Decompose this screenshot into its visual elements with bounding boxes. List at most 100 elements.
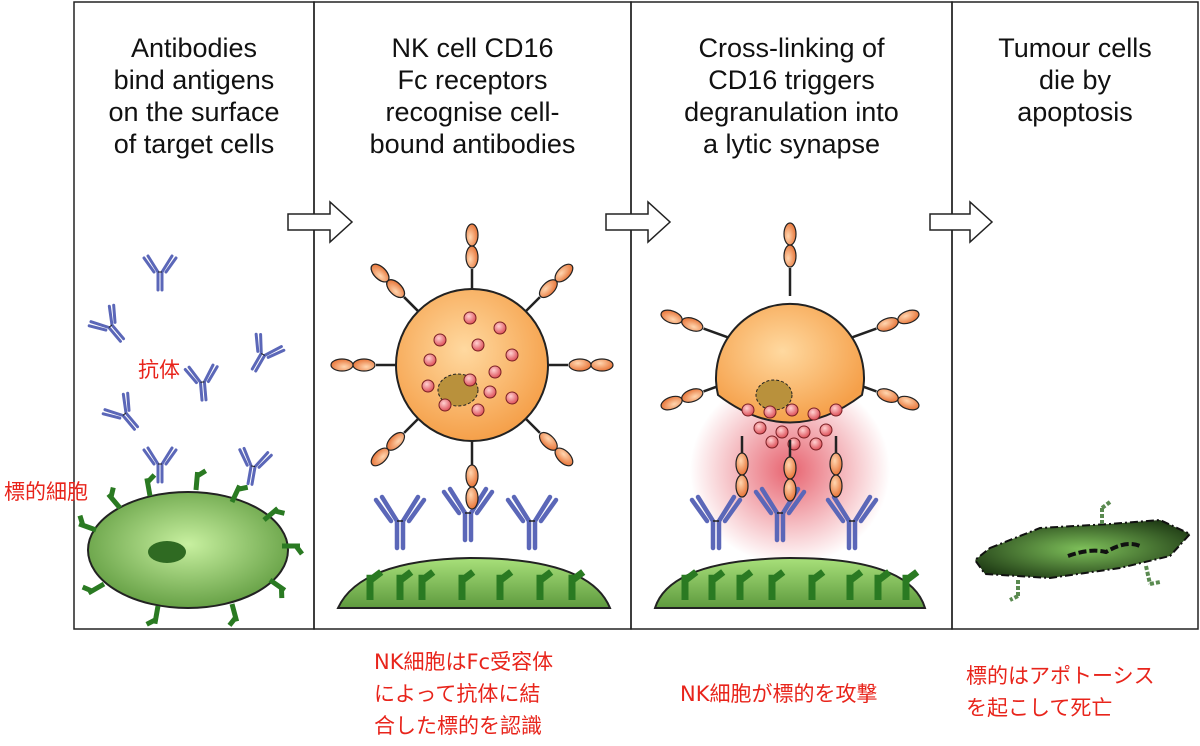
antigen-icon xyxy=(145,605,161,627)
caption-line: によって抗体に結 xyxy=(374,682,541,706)
title-line: of target cells xyxy=(113,129,275,159)
antigen-icon xyxy=(874,569,892,600)
antigen-icon xyxy=(768,569,786,600)
bound-antibody-group xyxy=(681,436,920,600)
step-arrows xyxy=(287,200,994,244)
fc-receptor xyxy=(517,263,574,320)
title-line: Cross-linking of xyxy=(698,33,885,63)
fc-receptor-group xyxy=(660,222,920,411)
granule-icon xyxy=(433,333,447,347)
fc-receptor xyxy=(660,309,731,340)
granule-icon xyxy=(421,379,435,393)
antigen-icon xyxy=(536,569,554,600)
granule-icon xyxy=(829,403,843,417)
nk-nucleus xyxy=(755,379,793,411)
antigen-icon xyxy=(708,569,726,600)
nk-cell xyxy=(395,288,549,442)
antigen-icon xyxy=(193,468,208,491)
caption-line: 標的はアポトーシス xyxy=(966,664,1155,688)
granule-icon xyxy=(809,437,823,451)
panel-2-title: NK cell CD16 Fc receptors recognise cell… xyxy=(318,32,627,160)
antibody-icon xyxy=(505,494,559,551)
antibody-icon xyxy=(87,303,126,343)
arrow-icon xyxy=(287,200,354,244)
fc-receptor xyxy=(465,223,479,299)
granule-icon xyxy=(483,385,497,399)
fc-receptor xyxy=(370,410,427,467)
bound-antibody-group xyxy=(366,441,586,600)
panel-frames xyxy=(73,1,1199,630)
granule-icon xyxy=(471,403,485,417)
antibody-group xyxy=(87,254,286,486)
granule-icon xyxy=(505,391,519,405)
granule-icon xyxy=(423,353,437,367)
caption-line: 合した標的を認識 xyxy=(374,714,542,738)
granule-icon xyxy=(819,423,833,437)
granule-icon xyxy=(741,403,755,417)
arrow-icon xyxy=(929,200,994,244)
antigen-icon xyxy=(366,569,384,600)
fc-receptor xyxy=(517,410,574,467)
title-line: on the surface xyxy=(108,97,280,127)
title-line: CD16 triggers xyxy=(708,65,875,95)
panel-2-illustration xyxy=(330,223,614,609)
antigen-icon xyxy=(808,569,826,600)
title-line: bind antigens xyxy=(113,65,275,95)
antibody-icon xyxy=(689,494,743,551)
fc-receptor xyxy=(370,263,427,320)
antibody-icon xyxy=(142,446,178,484)
title-line: NK cell CD16 xyxy=(391,33,554,63)
antigen-icon xyxy=(846,569,864,600)
antigen-icon xyxy=(396,569,414,600)
antigen-icon xyxy=(227,603,240,627)
fc-receptor xyxy=(538,358,614,372)
fragmented-antigens xyxy=(1009,500,1161,602)
title-line: Antibodies xyxy=(130,33,258,63)
antigen-icon xyxy=(106,486,122,510)
granule-icon xyxy=(505,348,519,362)
panel-4-frame xyxy=(951,1,1199,630)
antibody-icon xyxy=(142,254,178,292)
antigen-icon xyxy=(268,577,287,599)
antigen-icon xyxy=(229,484,249,504)
target-cell-surface xyxy=(653,556,927,609)
caption-line: NK細胞が標的を攻撃 xyxy=(680,682,878,706)
title-line: die by xyxy=(1038,65,1112,95)
panel-4-title: Tumour cells die by apoptosis xyxy=(956,32,1194,128)
panel-3-illustration xyxy=(653,222,927,609)
antigen-icon xyxy=(496,569,514,600)
granule-icon xyxy=(765,435,779,449)
title-line: apoptosis xyxy=(1017,97,1133,127)
caption-line: NK細胞はFc受容体 xyxy=(374,650,554,674)
antigen-icon xyxy=(902,569,920,600)
antibody-icon xyxy=(101,391,140,431)
target-cell-label: 標的細胞 xyxy=(4,480,88,504)
antibody-icon xyxy=(373,494,427,551)
antibody-icon xyxy=(183,363,219,402)
fragmented-nucleus xyxy=(1067,542,1141,558)
granule-icon xyxy=(463,373,477,387)
antigen-icon xyxy=(262,506,286,522)
nk-cell xyxy=(715,302,865,424)
panel-2-caption: NK細胞はFc受容体 によって抗体に結 合した標的を認識 xyxy=(374,646,604,742)
antigen-group xyxy=(77,468,304,627)
title-line: degranulation into xyxy=(684,97,899,127)
apoptotic-cell xyxy=(973,518,1192,580)
antigen-icon xyxy=(458,569,476,600)
panel-4-illustration xyxy=(973,500,1192,602)
fc-receptor xyxy=(849,380,920,411)
granule-icon xyxy=(488,365,502,379)
granule-icon xyxy=(763,405,777,419)
granule-icon xyxy=(797,425,811,439)
antigen-icon xyxy=(81,581,106,596)
fc-receptor xyxy=(660,380,731,411)
title-line: Tumour cells xyxy=(998,33,1152,63)
panel-4-caption: 標的はアポトーシス を起こして死亡 xyxy=(966,660,1196,724)
antigen-icon xyxy=(736,569,754,600)
panel-1-title: Antibodies bind antigens on the surface … xyxy=(80,32,308,160)
granule-icon xyxy=(807,407,821,421)
antigen-icon xyxy=(681,569,699,600)
title-line: bound antibodies xyxy=(369,129,576,159)
panel-3-caption: NK細胞が標的を攻撃 xyxy=(680,678,920,710)
